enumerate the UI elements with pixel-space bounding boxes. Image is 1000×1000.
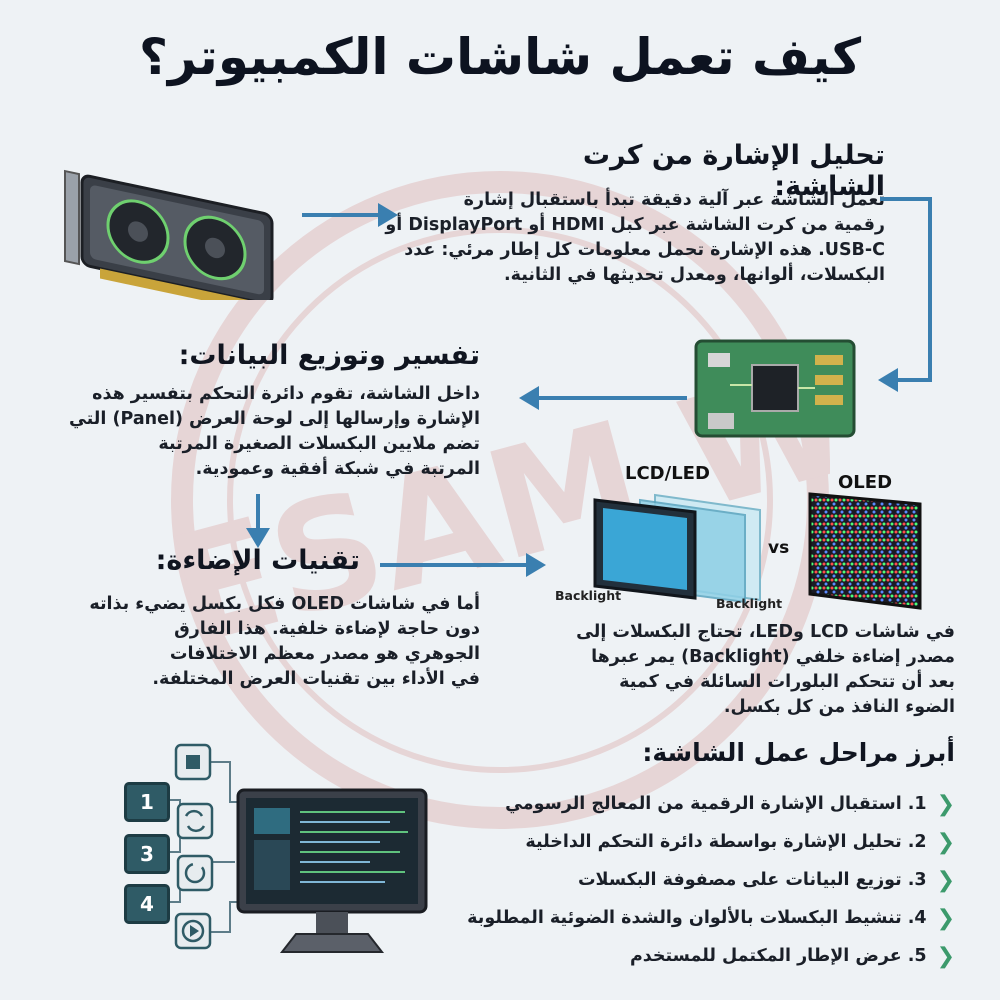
- section1-line: البكسلات، ألوانها، ومعدل تحديثها في الثا…: [503, 265, 885, 285]
- step-badge-4: 4: [124, 884, 170, 924]
- step-badge-1: 1: [124, 782, 170, 822]
- step-number: 1.: [907, 794, 927, 814]
- steps-heading: أبرز مراحل عمل الشاشة:: [642, 738, 955, 767]
- section2-line: داخل الشاشة، تقوم دائرة التحكم بتفسير هذ…: [92, 384, 480, 404]
- oled-panel-icon: [808, 492, 922, 610]
- section2-line: الإشارة وإرسالها إلى لوحة العرض (Panel) …: [68, 409, 480, 429]
- backlight-label-a: Backlight: [555, 588, 622, 603]
- step-badge-3: 3: [124, 834, 170, 874]
- section2-text: داخل الشاشة، تقوم دائرة التحكم بتفسير هذ…: [20, 382, 480, 482]
- lcd-line: في شاشات LCD وLED، تحتاج البكسلات إلى: [576, 622, 955, 642]
- section2-line: تضم ملايين البكسلات الصغيرة المرتبة: [158, 434, 480, 454]
- step-number: 5.: [907, 946, 927, 966]
- circuit-board-icon: [694, 339, 856, 438]
- step-text: عرض الإطار المكتمل للمستخدم: [629, 946, 902, 966]
- refresh-icon: [176, 854, 214, 892]
- chevron-left-icon: ❮: [936, 829, 955, 855]
- section1-line: تعمل الشاشة عبر آلية دقيقة تبدأ باستقبال…: [463, 190, 885, 210]
- backlight-label-b: Backlight: [716, 596, 783, 611]
- steps-list: ❮ 1.استقبال الإشارة الرقمية من المعالج ال…: [435, 785, 955, 975]
- section2-line: المرتبة في شبكة أفقية وعمودية.: [195, 459, 480, 479]
- step-number: 2.: [907, 832, 927, 852]
- list-item: ❮ 2.تحليل الإشارة بواسطة دائرة التحكم الد…: [435, 823, 955, 861]
- section1-text: تعمل الشاشة عبر آلية دقيقة تبدأ باستقبال…: [365, 188, 885, 288]
- list-item: ❮ 1.استقبال الإشارة الرقمية من المعالج ال…: [435, 785, 955, 823]
- process-flow-diagram: [162, 743, 428, 953]
- vs-label: vs: [768, 538, 790, 558]
- section3-line: الجوهري هو مصدر معظم الاختلافات: [169, 644, 480, 664]
- arrow-left-icon: [519, 386, 687, 410]
- lcd-label: LCD/LED: [625, 463, 710, 484]
- chevron-left-icon: ❮: [936, 791, 955, 817]
- section3-line: في الأداء بين تقنيات العرض المختلفة.: [152, 669, 480, 689]
- chevron-left-icon: ❮: [936, 905, 955, 931]
- lcd-line: مصدر إضاءة خلفي (Backlight) يمر عبرها: [591, 647, 955, 667]
- list-item: ❮ 4.تنشيط البكسلات بالألوان والشدة الضوئي…: [435, 899, 955, 937]
- list-item: ❮ 5.عرض الإطار المكتمل للمستخدم: [435, 937, 955, 975]
- chevron-left-icon: ❮: [936, 943, 955, 969]
- step-number: 3.: [907, 870, 927, 890]
- step-number: 4.: [907, 908, 927, 928]
- oled-label: OLED: [838, 472, 893, 493]
- connector-arrow-icon: [878, 197, 932, 392]
- chevron-left-icon: ❮: [936, 867, 955, 893]
- step-text: تنشيط البكسلات بالألوان والشدة الضوئية ا…: [467, 908, 902, 928]
- lcd-line: بعد أن تتحكم البلورات السائلة في كمية: [619, 672, 955, 692]
- step-text: تحليل الإشارة بواسطة دائرة التحكم الداخل…: [525, 832, 902, 852]
- arrow-right-icon: [380, 553, 546, 577]
- monitor-icon: [236, 788, 428, 953]
- section3-line: دون حاجة لإضاءة خلفية. هذا الفارق: [174, 619, 480, 639]
- lcd-layers-icon: [593, 493, 761, 604]
- play-icon: [174, 912, 212, 950]
- section1-line: USB-C. هذه الإشارة تحمل معلومات كل إطار …: [404, 240, 885, 260]
- lcd-explanation-text: في شاشات LCD وLED، تحتاج البكسلات إلى مص…: [535, 620, 955, 720]
- step-text: استقبال الإشارة الرقمية من المعالج الرسو…: [505, 794, 902, 814]
- section3-heading: تقنيات الإضاءة:: [155, 545, 360, 576]
- list-item: ❮ 3.توزيع البيانات على مصفوفة البكسلات: [435, 861, 955, 899]
- step-text: توزيع البيانات على مصفوفة البكسلات: [577, 870, 902, 890]
- section3-text: أما في شاشات OLED فكل بكسل يضيء بذاته دو…: [10, 592, 480, 692]
- section1-heading: تحليل الإشارة من كرت الشاشة:: [582, 140, 885, 202]
- graphics-card-icon: [64, 169, 274, 300]
- sync-icon: [176, 802, 214, 840]
- chip-icon: [174, 743, 212, 781]
- lcd-line: الضوء النافذ من كل بكسل.: [723, 697, 955, 717]
- page-title: كيف تعمل شاشات الكمبيوتر؟: [138, 28, 862, 86]
- section1-line: رقمية من كرت الشاشة عبر كبل HDMI أو Disp…: [385, 215, 885, 235]
- section3-line: أما في شاشات OLED فكل بكسل يضيء بذاته: [89, 594, 480, 614]
- arrow-down-icon: [246, 494, 270, 548]
- arrow-right-icon: [302, 203, 398, 227]
- section2-heading: تفسير وتوزيع البيانات:: [178, 340, 480, 371]
